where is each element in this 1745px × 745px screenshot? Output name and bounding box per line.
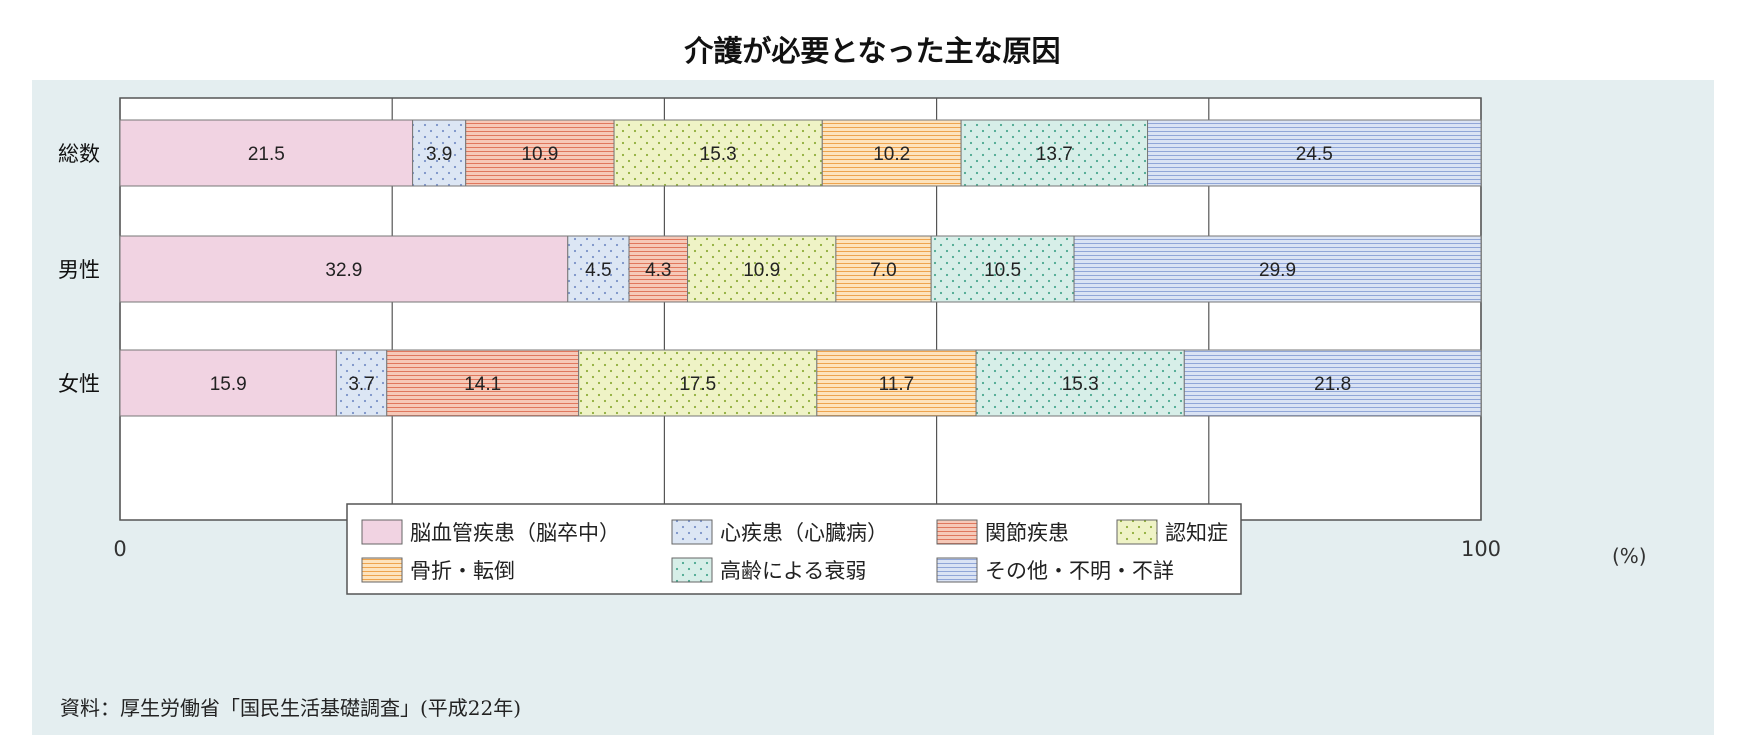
bar-segment [465, 119, 615, 187]
bars: 21.5 3.9 10.9 15.3 10.2 13.7 24.5 32.9 4.5 4.3 10.… [119, 119, 1482, 417]
data-label: 14.1 [464, 374, 501, 395]
bar-segment [119, 235, 569, 303]
data-label: 7.0 [870, 260, 896, 281]
legend-label: 心疾患（心臓病） [720, 521, 888, 545]
x-axis-unit: (%) [1612, 544, 1647, 568]
data-label: 10.5 [984, 260, 1021, 281]
bar-segment [821, 119, 962, 187]
legend-swatch [936, 519, 978, 545]
bar-segment [1073, 235, 1482, 303]
data-label: 4.5 [585, 260, 611, 281]
stacked-bar-chart: 21.5 3.9 10.9 15.3 10.2 13.7 24.5 32.9 4.5 4.3 10.… [58, 97, 1501, 595]
legend-swatch [361, 557, 403, 583]
data-label: 3.9 [426, 144, 452, 165]
legend-swatch [936, 557, 978, 583]
bar-segment [386, 349, 580, 417]
chart-panel: 21.5 3.9 10.9 15.3 10.2 13.7 24.5 32.9 4.5 4.3 10.… [32, 80, 1714, 735]
data-label: 15.3 [700, 144, 737, 165]
category-label: 男性 [58, 258, 100, 282]
legend-label: 骨折・転倒 [410, 559, 515, 583]
legend-box [346, 503, 1242, 595]
data-label: 10.2 [873, 144, 910, 165]
category-label: 女性 [58, 372, 100, 396]
data-label: 10.9 [521, 144, 558, 165]
data-label: 17.5 [679, 374, 716, 395]
data-label: 4.3 [645, 260, 671, 281]
source-note: 資料：厚生労働省「国民生活基礎調査」(平成22年) [60, 696, 522, 720]
data-label: 15.9 [210, 374, 247, 395]
chart-title: 介護が必要となった主な原因 [684, 34, 1061, 68]
data-label: 10.9 [743, 260, 780, 281]
x-tick-label: 100 [1461, 537, 1501, 561]
legend-swatch [671, 557, 713, 583]
legend-label: 認知症 [1165, 521, 1228, 545]
data-label: 21.5 [248, 144, 285, 165]
bar-segment [975, 349, 1185, 417]
bar-segment [628, 235, 689, 303]
data-label: 13.7 [1036, 144, 1073, 165]
data-label: 24.5 [1296, 144, 1333, 165]
bar-segment [335, 349, 388, 417]
bar-segment [835, 235, 932, 303]
bar-segment [960, 119, 1149, 187]
bar-segment [1183, 349, 1482, 417]
data-label: 29.9 [1259, 260, 1296, 281]
bar-segment [613, 119, 823, 187]
bar-segment [687, 235, 837, 303]
data-label: 15.3 [1062, 374, 1099, 395]
legend-label: その他・不明・不詳 [985, 559, 1174, 583]
data-label: 11.7 [879, 374, 915, 395]
legend-label: 関節疾患 [985, 521, 1069, 545]
data-label: 32.9 [325, 260, 362, 281]
bar-segment [567, 235, 630, 303]
bar-segment [1147, 119, 1482, 187]
legend-swatch [671, 519, 713, 545]
category-label: 総数 [58, 142, 100, 166]
data-label: 21.8 [1314, 374, 1351, 395]
legend-swatch [361, 519, 403, 545]
data-label: 3.7 [348, 374, 374, 395]
legend-swatch [1116, 519, 1158, 545]
legend-label: 高齢による衰弱 [720, 559, 866, 583]
legend-label: 脳血管疾患（脳卒中） [410, 521, 620, 545]
bar-segment [930, 235, 1075, 303]
x-tick-label: 0 [113, 537, 126, 561]
